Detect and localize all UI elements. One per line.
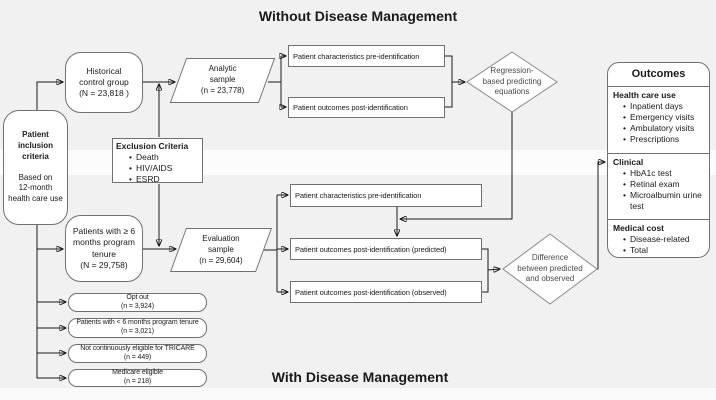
excluded-lt6mo-count: (n = 3,021) — [121, 328, 154, 335]
bracket-top-boxes — [445, 55, 453, 108]
outcomes-section-heading: Clinical — [613, 157, 644, 167]
excluded-medicare-count: (n = 218) — [123, 378, 152, 385]
difference-diamond-shape — [502, 233, 598, 305]
difference-diamond-label: Difference between predicted and observe… — [517, 253, 583, 284]
excluded-lt6mo-label: Patients with < 6 months program tenure — [76, 319, 199, 327]
excluded-medicare-node: Medicare eligible (n = 218) — [68, 369, 207, 387]
regression-diamond-shape — [466, 51, 558, 113]
excluded-opt-out-node: Opt out (n = 3,924) — [68, 293, 207, 312]
historical-control-group-node: Historical control group (N = 23,818 ) — [65, 52, 143, 113]
exclusion-criteria-node: Exclusion Criteria Death HIV/AIDS ESRD — [112, 138, 203, 185]
analytic-sample-node: Analytic sample (n = 23,778) — [169, 58, 276, 103]
regression-diamond-label: Regression- based predicting equations — [482, 66, 542, 97]
arrow-inclusion-to-historical — [36, 82, 63, 110]
evaluation-sample-node: Evaluation sample (n = 29,604) — [169, 228, 273, 272]
exclusion-item: ESRD — [116, 174, 160, 185]
arrow-regression-to-junction — [400, 112, 513, 219]
outcomes-item: Inpatient days — [613, 101, 706, 112]
pre-identification-characteristics-box-bottom: Patient characteristics pre-identificati… — [290, 184, 482, 207]
title-with-dm: With Disease Management — [271, 369, 449, 385]
outcomes-item: Prescriptions — [613, 134, 706, 145]
excluded-medicare-label: Medicare eligible — [112, 369, 163, 377]
exclusion-item: HIV/AIDS — [116, 163, 172, 174]
outcomes-panel-title: Outcomes — [608, 63, 709, 87]
outcomes-section-health-care-use: Health care use Inpatient days Emergency… — [608, 87, 709, 154]
patients-6mo-tenure-label: Patients with ≥ 6 months program tenure … — [72, 226, 136, 270]
outcomes-item: Emergency visits — [613, 112, 706, 123]
outcomes-section-clinical: Clinical HbA1c test Retinal exam Microal… — [608, 154, 709, 220]
title-without-dm: Without Disease Management — [258, 8, 458, 24]
branch-analytic — [268, 56, 282, 107]
post-identification-outcomes-label: Patient outcomes post-identification — [293, 103, 408, 112]
arrow-to-difference-diamond — [487, 269, 500, 270]
arrow-difference-to-outcomes — [597, 162, 605, 270]
outcomes-item: Retinal exam — [613, 179, 706, 190]
outcomes-item: Total — [613, 245, 706, 256]
bracket-predicted-observed — [482, 248, 489, 293]
pre-identification-characteristics-label: Patient characteristics pre-identificati… — [293, 51, 420, 61]
outcomes-section-heading: Medical cost — [613, 223, 665, 233]
patient-inclusion-body: Based on 12-month health care use — [8, 172, 63, 204]
outcomes-section-heading: Health care use — [613, 90, 676, 100]
analytic-sample-label: Analytic sample (n = 23,778) — [200, 64, 245, 95]
excluded-tricare-label: Not continuously eligible for TRICARE — [80, 344, 195, 352]
background-band-bottom — [0, 388, 716, 400]
branch-evaluation — [264, 195, 278, 292]
excluded-lt6mo-node: Patients with < 6 months program tenure … — [68, 318, 207, 338]
outcomes-panel: Outcomes Health care use Inpatient days … — [607, 62, 710, 258]
exclusion-item: Death — [116, 152, 159, 163]
post-identification-predicted-box: Patient outcomes post-identification (pr… — [290, 238, 482, 260]
post-identification-observed-label: Patient outcomes post-identification (ob… — [295, 287, 447, 297]
outcomes-item: Microalbumin urine test — [613, 190, 706, 212]
post-identification-outcomes-box-top: Patient outcomes post-identification — [288, 97, 445, 118]
evaluation-sample-label: Evaluation sample (n = 29,604) — [199, 233, 243, 265]
outcomes-item: HbA1c test — [613, 168, 706, 179]
excluded-tricare-node: Not continuously eligible for TRICARE (n… — [68, 344, 207, 363]
post-identification-predicted-label: Patient outcomes post-identification (pr… — [295, 244, 447, 254]
excluded-tricare-count: (n = 449) — [123, 353, 152, 361]
historical-control-group-label: Historical control group (N = 23,818 ) — [79, 65, 129, 99]
post-identification-observed-box: Patient outcomes post-identification (ob… — [290, 281, 482, 303]
patients-6mo-tenure-node: Patients with ≥ 6 months program tenure … — [65, 215, 143, 282]
outcomes-item: Disease-related — [613, 234, 706, 245]
pre-identification-characteristics-box-top: Patient characteristics pre-identificati… — [288, 45, 445, 67]
excluded-opt-out-label: Opt out — [126, 293, 149, 301]
arrow-inclusion-to-medicare — [36, 225, 66, 378]
outcomes-section-medical-cost: Medical cost Disease-related Total — [608, 220, 709, 260]
patient-inclusion-heading: Patient inclusion criteria — [17, 130, 54, 161]
patient-inclusion-criteria-node: Patient inclusion criteria Based on 12-m… — [3, 110, 68, 225]
outcomes-item: Ambulatory visits — [613, 123, 706, 134]
pre-identification-characteristics-label: Patient characteristics pre-identificati… — [295, 191, 422, 200]
excluded-opt-out-count: (n = 3,924) — [121, 302, 154, 310]
exclusion-criteria-heading: Exclusion Criteria — [116, 141, 189, 151]
